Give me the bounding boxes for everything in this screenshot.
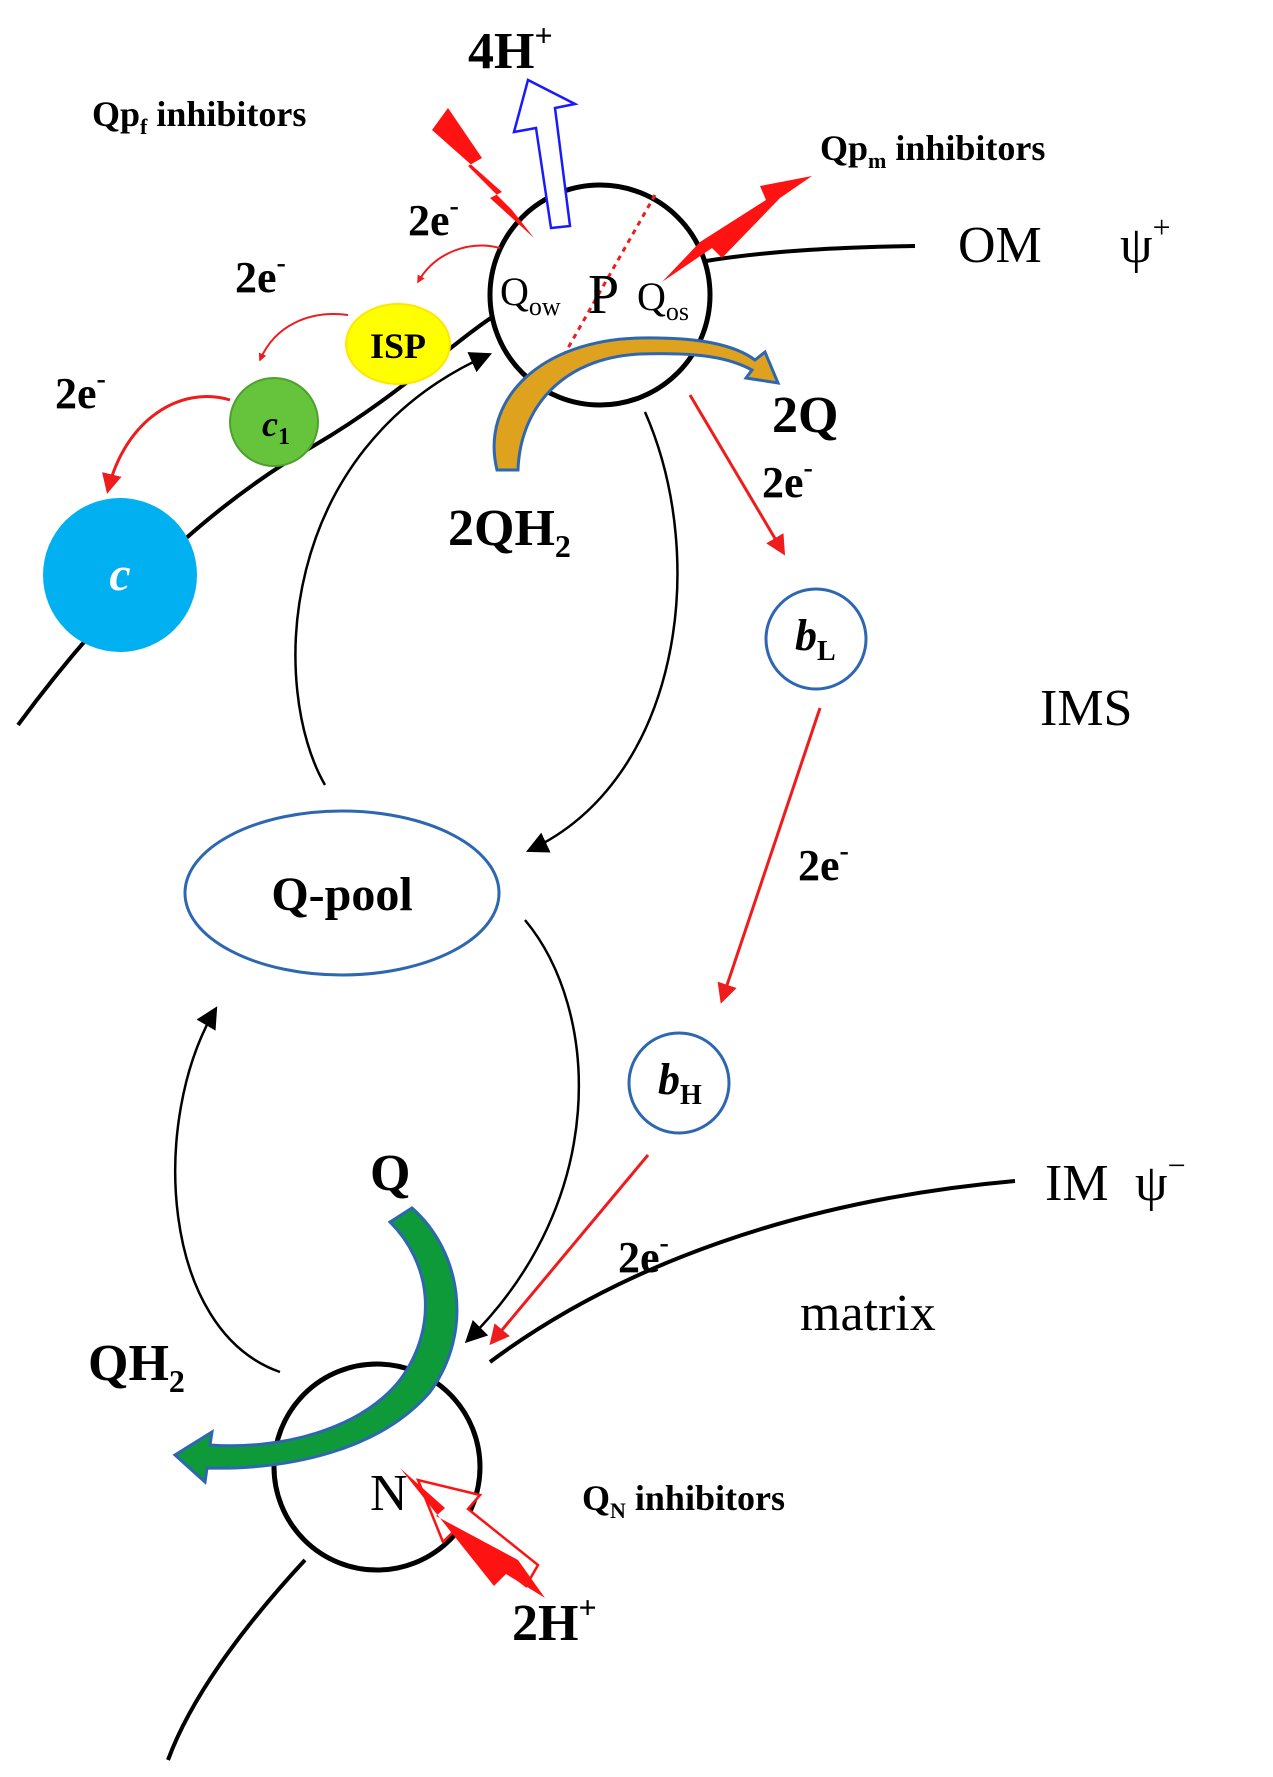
q-pool: Q-pool	[183, 809, 501, 977]
qpm-inhibitor-bolt-icon	[662, 176, 812, 282]
om-potential-label: ψ+	[1120, 209, 1171, 274]
outer-membrane-right	[699, 244, 916, 264]
im-label: IM	[1045, 1155, 1109, 1212]
membranes	[16, 244, 1016, 1761]
c1-circle	[229, 377, 319, 467]
q-reduction-arrow	[172, 1206, 459, 1485]
qow-label: Qow	[500, 269, 561, 321]
proton-out-label: 4H+	[468, 17, 553, 80]
arrow-qpool-to-n	[464, 919, 581, 1344]
heme-bl-label: bL	[795, 611, 836, 667]
heme-bh-label: bH	[658, 1055, 702, 1111]
proton-in-label: 2H+	[512, 1589, 597, 1652]
isp-ellipse	[345, 303, 451, 385]
heme-bh-circle	[627, 1031, 731, 1135]
heme-bl-circle	[764, 587, 868, 691]
e-bl-to-bh-label: 2e-	[798, 836, 849, 890]
arrow-p-to-isp	[417, 244, 501, 284]
isp-label: ISP	[370, 326, 426, 366]
matrix-label: matrix	[800, 1285, 936, 1342]
qh2-in-label: 2QH2	[448, 500, 571, 564]
qos-label: Qos	[637, 274, 689, 326]
ims-label: IMS	[1040, 680, 1132, 737]
heme-bh: bH	[627, 1031, 731, 1135]
n-site-label: N	[370, 1465, 408, 1522]
arrow-qpool-to-p	[294, 352, 493, 786]
qpf-inhibitors-label: Qpf inhibitors	[92, 94, 306, 139]
c-label: c	[109, 548, 130, 601]
qpf-inhibitor-bolt-icon	[432, 108, 534, 238]
inner-membrane-right	[488, 1179, 1016, 1364]
arrow-bh-to-n	[489, 1154, 650, 1346]
e-p-to-bl-label: 2e-	[762, 453, 813, 507]
p-site: Qow P Qos	[487, 182, 713, 408]
e-c1-to-c-label: 2e-	[55, 364, 106, 418]
text-labels: 4H+ Qpf inhibitors Qpm inhibitors OM ψ+ …	[55, 17, 1186, 1652]
c-circle	[43, 498, 197, 652]
qpm-inhibitors-label: Qpm inhibitors	[820, 128, 1045, 173]
q-in-label: Q	[370, 1145, 410, 1202]
e-bh-to-n-label: 2e-	[618, 1228, 669, 1282]
qn-inhibitor-bolt-icon	[400, 1468, 545, 1598]
n-site: N	[271, 1361, 483, 1573]
e-p-to-isp-label: 2e-	[408, 191, 459, 245]
qh2-out-label: QH2	[88, 1335, 185, 1399]
electron-arrows	[102, 244, 822, 1346]
arrow-p-to-bl	[688, 394, 786, 556]
heme-bl: bL	[764, 587, 868, 691]
e-isp-to-c1-label: 2e-	[235, 248, 286, 302]
im-potential-label: ψ−	[1135, 1147, 1186, 1212]
inner-membrane-line	[166, 1558, 307, 1761]
q-pool-label: Q-pool	[271, 868, 412, 921]
cytochrome-c1: c1	[229, 377, 319, 467]
proton-out-arrow	[512, 78, 579, 230]
om-label: OM	[958, 217, 1042, 274]
qh2-oxidation-arrow	[492, 336, 781, 472]
arrow-n-to-qpool	[174, 1006, 281, 1374]
arrow-c1-to-c	[102, 395, 231, 494]
qn-inhibitors-label: QN inhibitors	[582, 1478, 785, 1523]
isp: ISP	[345, 303, 451, 385]
c1-label: c1	[262, 404, 290, 450]
p-site-label: P	[588, 264, 619, 326]
arrow-bl-to-bh	[717, 707, 822, 1004]
arrow-isp-to-c1	[258, 313, 349, 362]
n-site-circle	[271, 1361, 483, 1573]
arrow-p-to-qpool	[526, 411, 679, 853]
cytochrome-c: c	[43, 498, 197, 652]
q-out-label: 2Q	[772, 387, 838, 444]
q-pool-ellipse	[183, 809, 501, 977]
q-cycle-arrows	[174, 352, 679, 1374]
